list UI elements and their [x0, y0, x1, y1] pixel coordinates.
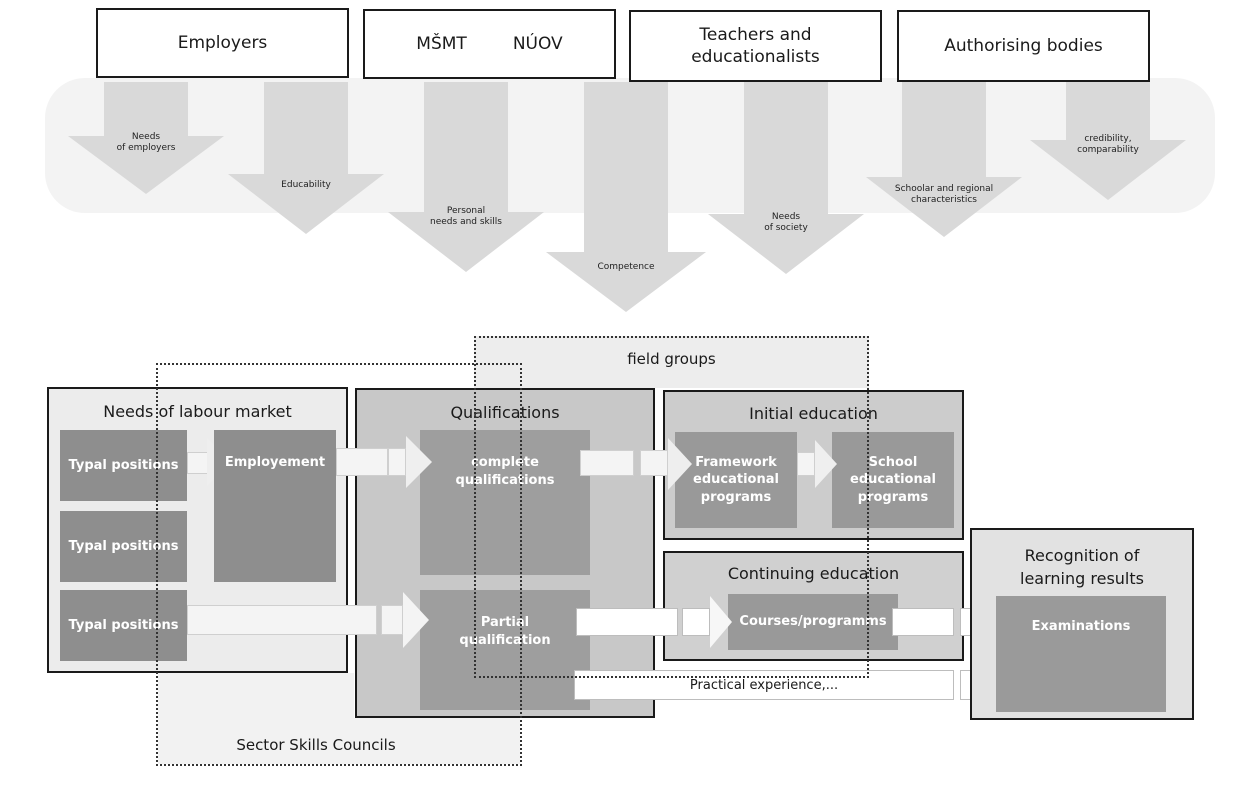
flow-complete-to-framework: [580, 450, 634, 476]
field-groups-label: field groups: [627, 350, 716, 368]
arrow-educability: Educability: [228, 82, 384, 234]
flow-partial-to-courses: [576, 608, 678, 636]
typal-positions-1: Typal positions: [60, 430, 187, 501]
examinations-box: Examinations: [996, 596, 1166, 712]
arrow-scholar-regional: Schoolar and regional characteristics: [866, 82, 1022, 237]
continuing-education-title: Continuing education: [727, 564, 900, 583]
courses-programms-box: Courses/programms: [728, 594, 898, 650]
arrow-label-scholar-2: characteristics: [911, 195, 977, 206]
complete-qualifications-box: complete qualifications: [420, 430, 590, 575]
flow-typal-to-partial-head: [403, 592, 429, 648]
arrow-personal-needs: Personal needs and skills: [388, 82, 544, 272]
arrow-needs-of-employers: Needs of employers: [68, 82, 224, 194]
arrow-label-needs-1: Needs: [131, 132, 161, 142]
sector-skills-label: Sector Skills Councils: [236, 736, 396, 754]
arrow-label-needs-2: of employers: [116, 143, 176, 154]
field-groups-outline: [474, 336, 869, 678]
flow-typal-to-partial-2: [381, 605, 403, 635]
arrow-label-credibility-1: credibility,: [1084, 134, 1132, 144]
typal-positions-3: Typal positions: [60, 590, 187, 661]
arrow-label-competence: Competence: [597, 262, 655, 272]
sector-skills-region-2: [354, 718, 520, 764]
sector-skills-region: [158, 673, 354, 764]
flow-framework-to-school-head: [815, 440, 837, 488]
arrow-label-society-1: Needs: [771, 212, 801, 222]
flow-typal-to-partial: [187, 605, 377, 635]
framework-programs-box: Framework educational programs: [675, 432, 797, 528]
arrow-label-scholar-1: Schoolar and regional: [894, 184, 994, 194]
arrow-label-society-2: of society: [764, 223, 808, 234]
teachers-label-line2: educationalists: [691, 47, 820, 67]
flow-framework-to-school: [797, 452, 815, 476]
employers-box: Employers: [96, 8, 349, 78]
msmt-nuov-box: MŠMT NÚOV: [363, 9, 616, 79]
recognition-title: Recognition of learning results: [1020, 546, 1144, 589]
partial-qualification-box: Partial qualification: [420, 590, 590, 710]
authorising-label: Authorising bodies: [944, 35, 1103, 56]
msmt-label: MŠMT: [416, 33, 467, 54]
initial-education-title: Initial education: [749, 404, 878, 423]
arrow-label-personal-1: Personal: [446, 206, 486, 216]
arrow-competence: Competence: [546, 82, 706, 312]
arrow-label-credibility-2: comparability: [1077, 145, 1139, 156]
flow-partial-to-courses-head: [710, 596, 732, 648]
employment-box: Employement: [214, 430, 336, 582]
authorising-box: Authorising bodies: [897, 10, 1150, 82]
field-groups-region: [474, 336, 869, 388]
flow-employment-to-complete-head: [406, 436, 432, 488]
flow-complete-to-framework-2: [640, 450, 668, 476]
teachers-box: Teachers and educationalists: [629, 10, 882, 82]
labour-market-title: Needs of labour market: [103, 402, 292, 421]
school-programs-box: School educational programs: [832, 432, 954, 528]
arrow-credibility: credibility, comparability: [1030, 82, 1186, 200]
practical-experience-bar: Practical experience,...: [574, 670, 954, 700]
qualifications-title: Qualifications: [450, 403, 560, 422]
nuov-label: NÚOV: [512, 33, 563, 54]
teachers-label-line1: Teachers and: [699, 24, 812, 45]
typal-positions-2: Typal positions: [60, 511, 187, 582]
flow-courses-to-examinations: [892, 608, 954, 636]
sector-skills-outline: [156, 363, 522, 766]
employers-label: Employers: [177, 32, 268, 53]
flow-employment-to-complete-2: [388, 448, 406, 476]
arrow-label-personal-2: needs and skills: [430, 217, 502, 228]
arrow-needs-of-society: Needs of society: [708, 82, 864, 274]
flow-complete-to-framework-head: [668, 438, 692, 490]
arrow-label-educability: Educability: [281, 180, 331, 190]
flow-employment-to-complete: [336, 448, 388, 476]
flow-partial-to-courses-2: [682, 608, 710, 636]
